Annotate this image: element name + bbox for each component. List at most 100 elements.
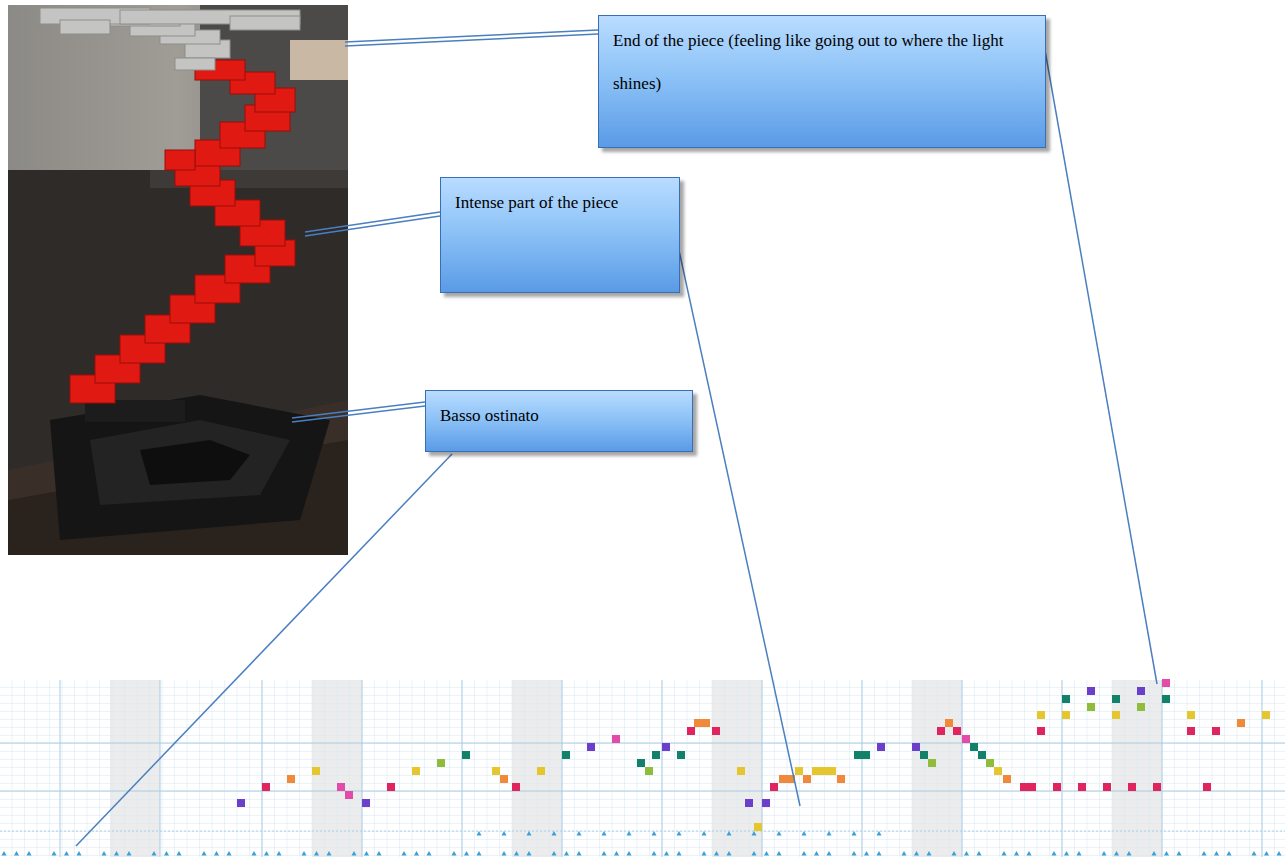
note-cell	[770, 783, 778, 791]
bass-marker	[402, 851, 407, 856]
note-cell	[994, 767, 1002, 775]
note-cell	[1187, 727, 1195, 735]
bass-marker	[552, 831, 557, 836]
bass-marker	[927, 851, 932, 856]
note-cell	[612, 735, 620, 743]
bass-marker	[664, 851, 669, 856]
note-cell	[437, 759, 445, 767]
note-cell	[312, 767, 320, 775]
bass-marker	[1102, 851, 1107, 856]
note-cell	[345, 791, 353, 799]
callout-box: Basso ostinato	[425, 390, 693, 452]
note-cell	[694, 719, 702, 727]
bass-marker	[752, 851, 757, 856]
bass-marker	[52, 851, 57, 856]
bass-marker	[477, 851, 482, 856]
bass-marker	[1064, 851, 1069, 856]
bass-marker	[27, 851, 32, 856]
bass-marker	[202, 851, 207, 856]
note-cell	[920, 751, 928, 759]
bass-marker	[1227, 851, 1232, 856]
note-cell	[912, 743, 920, 751]
note-cell	[1020, 783, 1028, 791]
note-cell	[779, 775, 787, 783]
note-cell	[877, 743, 885, 751]
note-cell	[828, 767, 836, 775]
bass-marker	[302, 851, 307, 856]
bass-marker	[514, 851, 519, 856]
note-cell	[737, 767, 745, 775]
bass-marker	[702, 831, 707, 836]
note-cell	[1062, 711, 1070, 719]
bass-marker	[1264, 851, 1269, 856]
bass-marker	[677, 851, 682, 856]
bass-marker	[502, 851, 507, 856]
bass-marker	[464, 851, 469, 856]
bass-marker	[502, 831, 507, 836]
note-cell	[812, 767, 820, 775]
note-cell	[237, 799, 245, 807]
bass-marker	[614, 851, 619, 856]
note-cell	[1162, 695, 1170, 703]
bass-marker	[1252, 851, 1257, 856]
bass-marker	[214, 851, 219, 856]
note-cell	[362, 799, 370, 807]
bass-marker	[777, 851, 782, 856]
note-cell	[986, 759, 994, 767]
note-cell	[287, 775, 295, 783]
note-cell	[587, 743, 595, 751]
bass-marker	[577, 831, 582, 836]
bass-marker	[327, 851, 332, 856]
callout-text: End of the piece (feeling like going out…	[613, 20, 1031, 105]
note-cell	[854, 751, 862, 759]
note-cell	[1112, 695, 1120, 703]
bass-marker	[414, 851, 419, 856]
bass-marker	[1202, 851, 1207, 856]
bass-marker	[264, 851, 269, 856]
bass-marker	[1152, 851, 1157, 856]
piano-roll	[0, 679, 1285, 857]
note-cell	[1003, 775, 1011, 783]
bass-marker	[477, 831, 482, 836]
bass-marker	[227, 851, 232, 856]
note-cell	[1203, 783, 1211, 791]
note-cell	[862, 751, 870, 759]
note-cell	[645, 767, 653, 775]
bass-marker	[252, 851, 257, 856]
note-cell	[702, 719, 710, 727]
bass-marker	[902, 851, 907, 856]
note-cell	[262, 783, 270, 791]
note-cell	[970, 743, 978, 751]
bass-marker	[864, 851, 869, 856]
bass-marker	[64, 851, 69, 856]
note-cell	[1087, 687, 1095, 695]
bass-marker	[152, 851, 157, 856]
note-cell	[1262, 711, 1270, 719]
note-cell	[953, 727, 961, 735]
note-cell	[1237, 719, 1245, 727]
bass-marker	[814, 851, 819, 856]
note-cell	[837, 775, 845, 783]
note-cell	[462, 751, 470, 759]
bass-marker	[727, 831, 732, 836]
bass-marker	[677, 831, 682, 836]
note-cell	[387, 783, 395, 791]
note-cell	[1112, 711, 1120, 719]
bass-marker	[577, 851, 582, 856]
bass-marker	[802, 851, 807, 856]
bass-marker	[127, 851, 132, 856]
bass-marker	[427, 851, 432, 856]
bass-marker	[852, 831, 857, 836]
bass-marker	[552, 851, 557, 856]
bass-marker	[652, 851, 657, 856]
bass-marker	[852, 851, 857, 856]
note-cell	[1153, 783, 1161, 791]
note-cell	[1137, 687, 1145, 695]
bass-marker	[1127, 851, 1132, 856]
callout-text: Basso ostinato	[440, 395, 678, 438]
bass-marker	[877, 851, 882, 856]
bass-marker	[164, 851, 169, 856]
note-cell	[745, 799, 753, 807]
bass-marker	[1164, 851, 1169, 856]
bass-marker	[352, 851, 357, 856]
